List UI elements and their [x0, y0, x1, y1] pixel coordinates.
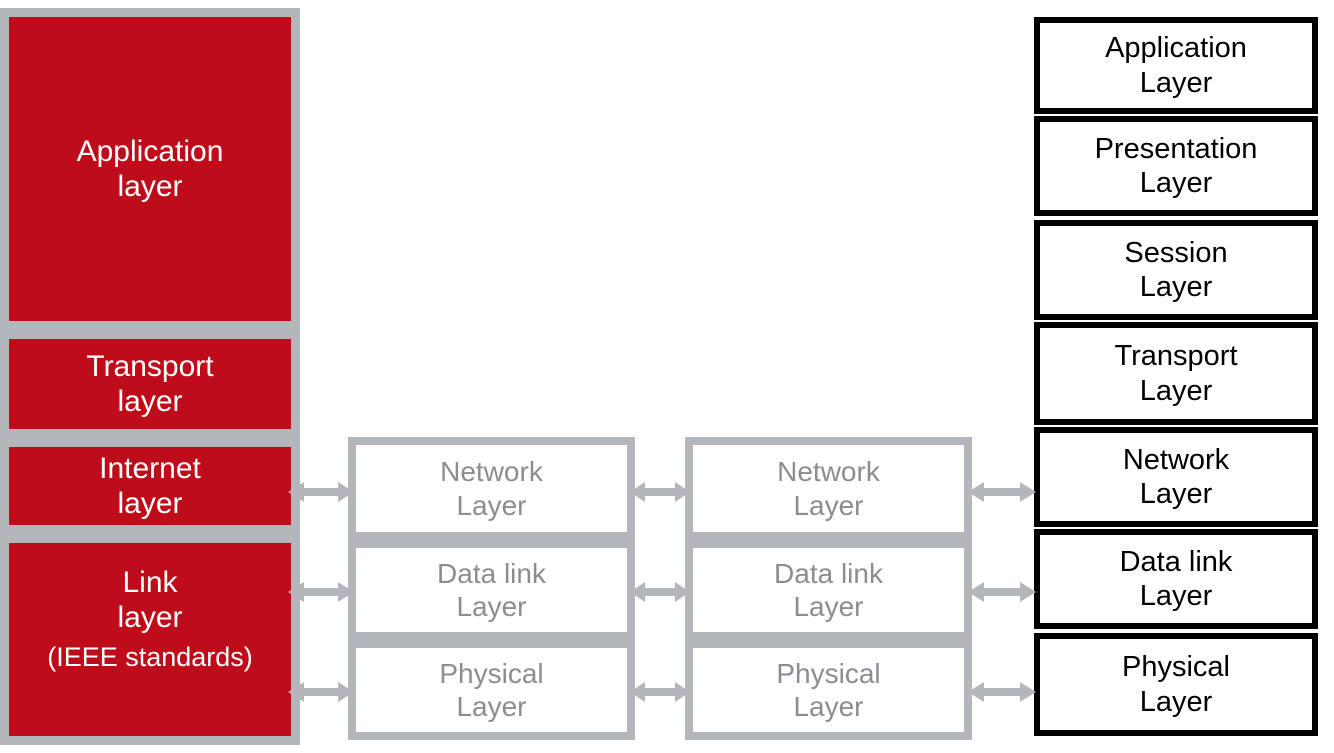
arrow-tcp-to-router1-physical: [288, 679, 354, 705]
tcp-layer-internet: Internet layer: [0, 438, 300, 534]
arrow-router2-to-osi-network: [968, 479, 1036, 505]
tcp-layer-link: Link layer (IEEE standards): [0, 534, 300, 745]
osi-layer-session: Session Layer: [1034, 220, 1318, 320]
tcp-ip-stack: Application layer Transport layer Intern…: [0, 0, 300, 753]
osi-layer-data-link: Data link Layer: [1034, 529, 1318, 629]
arrow-router1-to-router2-data-link: [630, 579, 690, 605]
router1-layer-physical: Physical Layer: [348, 640, 635, 740]
arrow-router1-to-router2-network: [630, 479, 690, 505]
arrow-router2-to-osi-physical: [968, 679, 1036, 705]
router1-layer-network: Network Layer: [348, 437, 635, 540]
tcp-layer-transport: Transport layer: [0, 330, 300, 438]
osi-layer-transport: Transport Layer: [1034, 322, 1318, 425]
router1-layer-data-link: Data link Layer: [348, 540, 635, 640]
tcp-layer-application: Application layer: [0, 8, 300, 330]
arrow-router2-to-osi-data-link: [968, 579, 1036, 605]
osi-layer-physical: Physical Layer: [1034, 633, 1318, 736]
router2-layer-physical: Physical Layer: [685, 640, 972, 740]
arrow-router1-to-router2-physical: [630, 679, 690, 705]
osi-layer-network: Network Layer: [1034, 427, 1318, 527]
arrow-tcp-to-router1-data-link: [288, 579, 354, 605]
tcp-layer-link-note: (IEEE standards): [47, 641, 253, 672]
router2-layer-data-link: Data link Layer: [685, 540, 972, 640]
router2-layer-network: Network Layer: [685, 437, 972, 540]
osi-layer-application: Application Layer: [1034, 17, 1318, 114]
osi-layer-presentation: Presentation Layer: [1034, 116, 1318, 216]
arrow-tcp-to-router1-network: [288, 479, 354, 505]
